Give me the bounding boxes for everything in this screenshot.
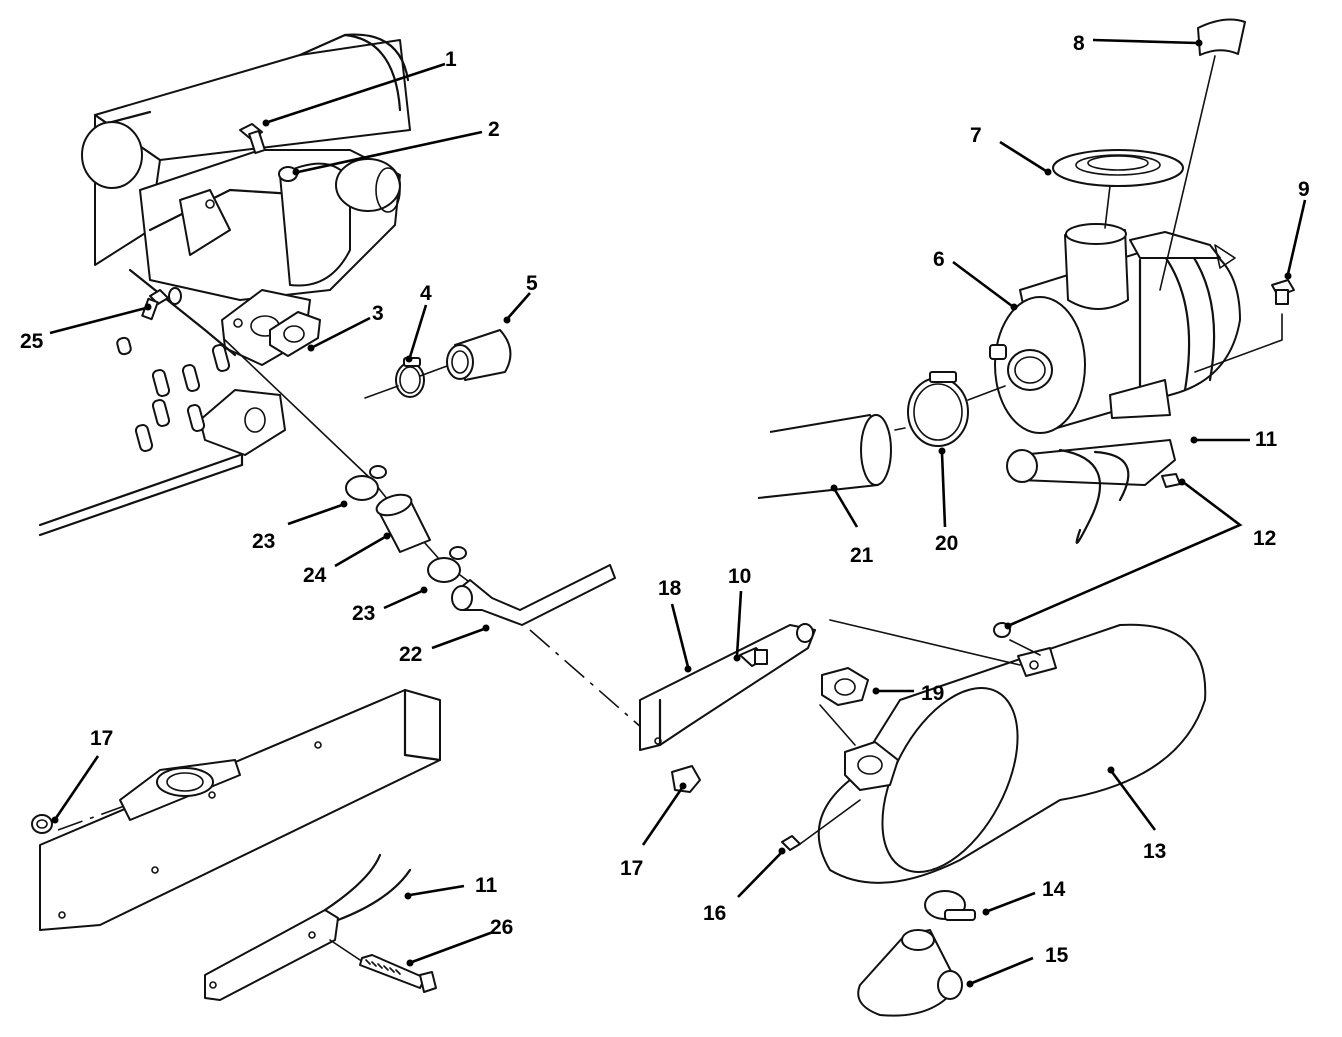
leader-lines bbox=[49, 38, 1307, 988]
gasket-19 bbox=[821, 667, 869, 706]
callout-11-upper: 11 bbox=[1255, 428, 1278, 451]
callout-25: 25 bbox=[20, 330, 44, 353]
bolt-26 bbox=[359, 954, 437, 993]
bracket-11-upper bbox=[1006, 439, 1176, 544]
hose-21 bbox=[757, 414, 892, 499]
clamp-23-upper bbox=[345, 465, 387, 501]
callout-13: 13 bbox=[1143, 840, 1166, 863]
callout-8: 8 bbox=[1073, 32, 1085, 55]
bolt-1 bbox=[239, 123, 266, 155]
callout-22: 22 bbox=[399, 643, 422, 666]
callout-3: 3 bbox=[372, 302, 384, 325]
bracket-18 bbox=[639, 623, 816, 751]
muffler-13 bbox=[817, 623, 1207, 884]
callout-17-center: 17 bbox=[620, 857, 643, 880]
callout-2: 2 bbox=[488, 118, 500, 141]
muffler-flange bbox=[844, 741, 899, 791]
callout-4: 4 bbox=[420, 282, 432, 305]
pipe-22 bbox=[451, 564, 616, 626]
nut-17-left bbox=[31, 814, 53, 834]
engine-assembly bbox=[38, 33, 411, 537]
callout-18: 18 bbox=[658, 577, 682, 600]
callout-6: 6 bbox=[933, 248, 945, 271]
callout-numbers: 1 2 3 4 5 25 8 7 6 9 11 12 20 21 23 24 2… bbox=[20, 32, 1310, 967]
callout-17-left: 17 bbox=[90, 727, 113, 750]
nut-12-upper bbox=[1161, 473, 1181, 488]
callout-15: 15 bbox=[1045, 944, 1069, 967]
hose-5 bbox=[446, 329, 512, 381]
callout-1: 1 bbox=[445, 48, 457, 71]
axis-line-pipe bbox=[529, 629, 651, 736]
air-cleaner-6 bbox=[989, 223, 1241, 434]
callout-12: 12 bbox=[1253, 527, 1276, 550]
clamp-4 bbox=[395, 357, 425, 398]
gasket-3 bbox=[269, 311, 321, 357]
bolt-9 bbox=[1271, 279, 1295, 305]
callout-23-upper: 23 bbox=[252, 530, 275, 553]
tailpipe-15 bbox=[857, 929, 963, 1017]
label-8 bbox=[1197, 18, 1246, 56]
callout-21: 21 bbox=[850, 544, 874, 567]
callout-24: 24 bbox=[303, 564, 327, 587]
nut-16 bbox=[781, 835, 801, 851]
stud-pins bbox=[116, 336, 231, 452]
bracket-11-lower bbox=[204, 853, 412, 1001]
sleeve-24 bbox=[375, 493, 431, 553]
callout-19: 19 bbox=[921, 682, 944, 705]
callout-5: 5 bbox=[526, 272, 538, 295]
clamp-23-lower bbox=[427, 546, 467, 583]
bolt-10 bbox=[739, 647, 768, 667]
callout-11-lower: 11 bbox=[475, 874, 498, 897]
callout-7: 7 bbox=[970, 124, 982, 147]
clamp-20 bbox=[907, 371, 969, 447]
callout-10: 10 bbox=[728, 565, 751, 588]
callout-16: 16 bbox=[703, 902, 726, 925]
callout-26: 26 bbox=[490, 916, 513, 939]
callout-14: 14 bbox=[1042, 878, 1066, 901]
callout-23-lower: 23 bbox=[352, 602, 375, 625]
callout-20: 20 bbox=[935, 532, 958, 555]
nut-17-center bbox=[671, 765, 701, 793]
cover-7 bbox=[1052, 149, 1184, 187]
frame-rail bbox=[39, 688, 442, 931]
callout-9: 9 bbox=[1298, 178, 1310, 201]
clamp-14 bbox=[924, 890, 976, 921]
